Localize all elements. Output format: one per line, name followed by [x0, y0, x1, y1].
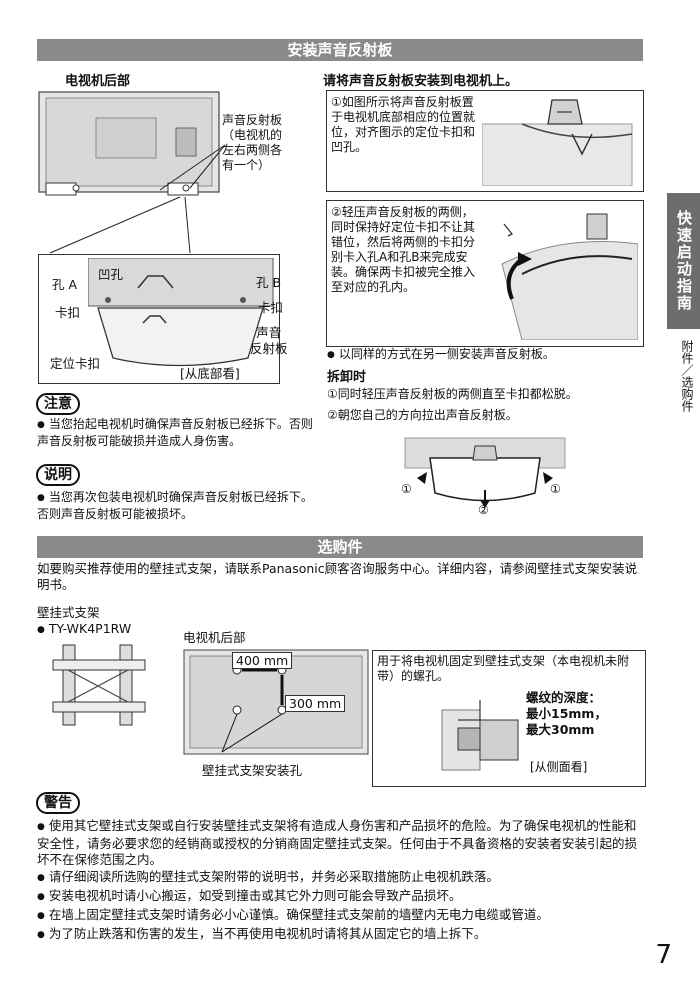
- holes-label: 壁挂式支架安装孔: [202, 763, 303, 778]
- step2-illustration: [501, 213, 638, 340]
- explain-text: 当您再次包装电视机时确保声音反射板已经拆下。否则声音反射板可能被损坏。: [37, 490, 315, 522]
- screw-note-box: [372, 650, 646, 787]
- reflector-detail-drawing: [88, 258, 274, 367]
- label-clip-left: 卡扣: [55, 305, 81, 320]
- label-from-bottom: [从底部看]: [180, 366, 240, 381]
- dim-400: 400 mm: [232, 652, 293, 669]
- step1-text: ①如图所示将声音反射板置于电视机底部相应的位置就位，对齐图示的定位卡扣和凹孔。: [331, 95, 476, 154]
- same-way-text: 以同样的方式在另一侧安装声音反射板。: [327, 347, 643, 364]
- depth-spec: 螺纹的深度： 最小15mm， 最大30mm: [526, 690, 607, 738]
- remove-step1: ①同时轻压声音反射板的两侧直至卡扣都松脱。: [327, 387, 578, 401]
- tv-back-holes-illustration: [183, 649, 369, 755]
- remove-mark-center: ②: [478, 503, 489, 517]
- label-reflector: 声音 反射板: [250, 325, 288, 356]
- screw-note: 用于将电视机固定到壁挂式支架（本电视机未附带）的螺孔。: [377, 654, 630, 683]
- caution-title: 注意: [36, 393, 80, 415]
- warning-item: 请仔细阅读所选购的壁挂式支架附带的说明书，并务必采取措施防止电视机跌落。: [37, 869, 647, 887]
- bracket-label: 壁挂式支架: [37, 605, 100, 620]
- remove-illustration: [404, 437, 566, 508]
- warning-list: 使用其它壁挂式支架或自行安装壁挂式支架将有造成人身伤害和产品损坏的危险。为了确保…: [37, 818, 647, 945]
- page-number: 7: [655, 940, 672, 970]
- section-title-purchase: 选购件: [37, 536, 643, 558]
- depth-max: 最大30mm: [526, 722, 595, 737]
- pointer-lines: [159, 144, 226, 191]
- section-title-install: 安装声音反射板: [37, 39, 643, 61]
- label-dent-hole: 凹孔: [98, 267, 124, 282]
- screw-depth-illustration: [441, 700, 519, 771]
- tv-back-label: 电视机后部: [65, 74, 131, 89]
- purchase-tv-back-label: 电视机后部: [183, 630, 246, 645]
- label-hole-a: 孔 A: [52, 277, 78, 292]
- side-tab-sub: 附件／选购件: [680, 340, 694, 412]
- explain-title: 说明: [36, 464, 80, 486]
- depth-title: 螺纹的深度：: [526, 690, 602, 705]
- label-hole-b: 孔 B: [256, 275, 282, 290]
- warning-item: 使用其它壁挂式支架或自行安装壁挂式支架将有造成人身伤害和产品损坏的危险。为了确保…: [37, 818, 647, 868]
- step1-illustration: [482, 99, 633, 186]
- dim-300: 300 mm: [285, 695, 346, 712]
- warning-item: 安装电视机时请小心搬运，如受到撞击或其它外力则可能会导致产品损坏。: [37, 888, 647, 906]
- bracket-model: TY-WK4P1RW: [37, 621, 131, 639]
- step2-text: ②轻压声音反射板的两侧，同时保持好定位卡扣不让其错位，然后将两侧的卡扣分别卡入孔…: [331, 205, 476, 294]
- warning-title: 警告: [36, 792, 80, 814]
- warning-item: 在墙上固定壁挂式支架时请务必小心谨慎。确保壁挂式支架前的墙壁内无电力电缆或管道。: [37, 907, 647, 925]
- warning-item: 为了防止跌落和伤害的发生，当不再使用电视机时请将其从固定它的墙上拆下。: [37, 926, 647, 944]
- side-tab-quick-start[interactable]: 快速启动指南: [667, 193, 700, 329]
- remove-mark-left: ①: [401, 482, 412, 496]
- label-clip-right: 卡扣: [258, 300, 284, 315]
- remove-step2: ②朝您自己的方向拉出声音反射板。: [327, 408, 518, 422]
- side-view-label: [从侧面看]: [530, 760, 588, 774]
- purchase-intro: 如要购买推荐使用的壁挂式支架，请联系Panasonic顾客咨询服务中心。详细内容…: [37, 561, 638, 592]
- remove-title: 拆卸时: [327, 370, 367, 385]
- install-heading: 请将声音反射板安装到电视机上。: [323, 74, 519, 89]
- remove-mark-right: ①: [550, 482, 561, 496]
- bracket-illustration: [52, 644, 146, 726]
- reflector-note: 声音反射板 （电视机的 左右两侧各 有一个）: [222, 113, 283, 172]
- zoom-lines: [49, 196, 191, 254]
- caution-text: 当您抬起电视机时确保声音反射板已经拆下。否则声音反射板可能破损并造成人身伤害。: [37, 417, 315, 449]
- label-locate-clip: 定位卡扣: [50, 356, 101, 371]
- tv-back-illustration: [38, 91, 220, 196]
- depth-min: 最小15mm，: [526, 706, 607, 721]
